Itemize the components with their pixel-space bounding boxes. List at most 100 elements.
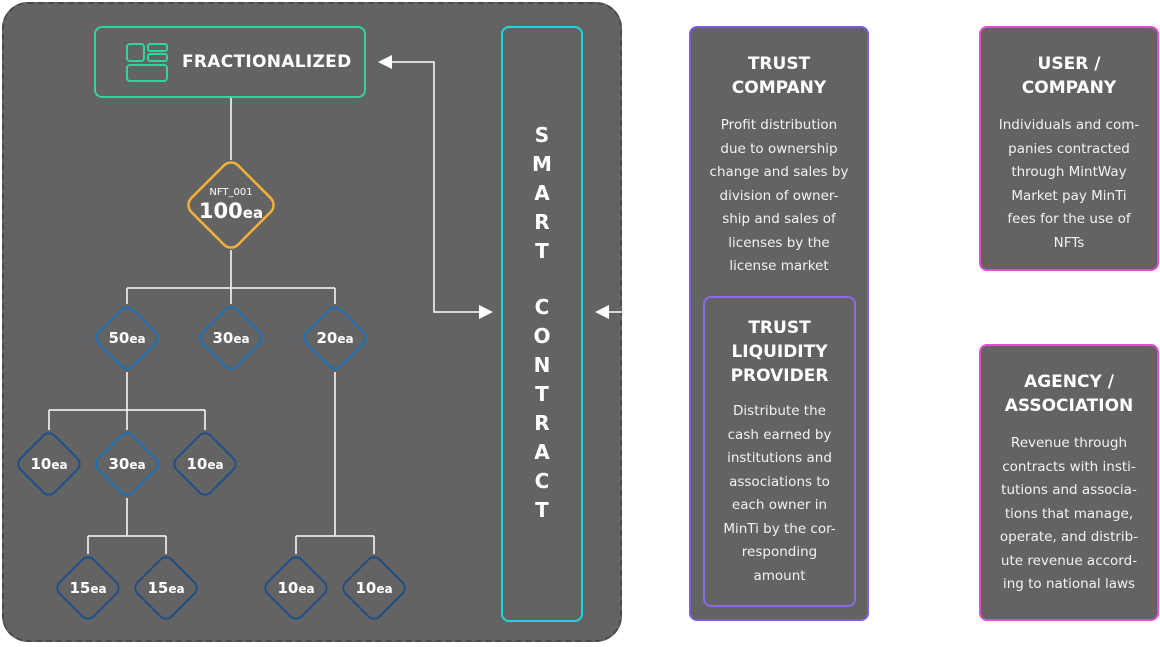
- description-line: ing to national laws: [1002, 576, 1136, 592]
- fractionalized-label: FRACTIONALIZED: [182, 52, 352, 72]
- node-unit: ea: [233, 332, 250, 346]
- smart-contract-letter: T: [535, 382, 549, 406]
- description-line: due to ownership: [720, 140, 838, 157]
- level1-diamond: [199, 306, 263, 370]
- level3-diamond: [342, 556, 406, 620]
- smart-contract-box: S M A R T C O N T R A C T: [501, 26, 583, 622]
- smart-contract-letter: C: [534, 295, 550, 319]
- node-unit: ea: [129, 332, 146, 346]
- level1-node: 50ea: [93, 304, 161, 372]
- smart-contract-letter: R: [534, 210, 550, 234]
- root-node-id: NFT_001: [209, 187, 253, 198]
- level2-node: 10ea: [171, 430, 239, 498]
- description-line: ute revenue accord-: [1000, 552, 1138, 569]
- description-line: Profit distribution: [720, 117, 838, 133]
- trust-liquidity-provider-title: TRUST LIQUIDITY PROVIDER: [730, 318, 829, 386]
- node-value: 20: [316, 329, 338, 347]
- description-line: MinTi by the cor-: [723, 520, 836, 537]
- smart-contract-letter: R: [534, 411, 550, 435]
- root-node-unit: ea: [242, 204, 264, 222]
- description-line: ship and sales of: [722, 211, 836, 227]
- description-line: contracts with insti-: [1002, 458, 1136, 475]
- user-company-description: Individuals and com- panies contracted t…: [981, 114, 1157, 255]
- level3-node: 10ea: [262, 554, 330, 622]
- description-line: tutions and associa-: [1001, 482, 1137, 498]
- level3-diamond: [264, 556, 328, 620]
- node-value: 30: [212, 329, 234, 347]
- level1-diamond: [303, 306, 367, 370]
- level2-node: 10ea: [15, 430, 83, 498]
- level1-node: 20ea: [301, 304, 369, 372]
- description-line: amount: [753, 567, 806, 584]
- root-node: NFT_001 100ea: [186, 171, 276, 239]
- node-unit: ea: [337, 332, 354, 346]
- trust-liquidity-provider-card: TRUST LIQUIDITY PROVIDER Distribute the …: [703, 296, 856, 607]
- node-value: 10: [277, 579, 299, 597]
- node-value: 10: [355, 579, 377, 597]
- node-unit: ea: [376, 582, 393, 596]
- node-value: 10: [186, 455, 208, 473]
- node-unit: ea: [168, 582, 185, 596]
- node-value: 15: [147, 579, 169, 597]
- agency-association-description: Revenue through contracts with insti- tu…: [981, 432, 1157, 597]
- smart-contract-letter: A: [534, 181, 550, 205]
- description-line: cash earned by: [727, 426, 832, 443]
- smart-contract-letter: T: [535, 498, 549, 522]
- description-line: change and sales by: [709, 164, 849, 180]
- level3-diamond: [134, 556, 198, 620]
- description-line: each owner in: [731, 497, 828, 513]
- trust-liquidity-provider-description: Distribute the cash earned by institutio…: [705, 400, 854, 588]
- description-line: Revenue through: [1010, 435, 1128, 451]
- level3-node: 15ea: [132, 554, 200, 622]
- node-unit: ea: [298, 582, 315, 596]
- level2-diamond: [95, 432, 159, 496]
- smart-contract-letter: S: [534, 123, 550, 147]
- level3-node: 10ea: [340, 554, 408, 622]
- level3-diamond: [56, 556, 120, 620]
- smart-contract-letter: M: [532, 152, 552, 176]
- level2-diamond: [17, 432, 81, 496]
- node-unit: ea: [51, 458, 68, 472]
- smart-contract-letter: T: [535, 239, 549, 263]
- node-value: 15: [69, 579, 91, 597]
- description-line: tions that manage,: [1004, 505, 1134, 522]
- agency-association-card: AGENCY / ASSOCIATION Revenue through con…: [979, 344, 1159, 621]
- root-diamond: [187, 161, 275, 249]
- description-line: panies contracted: [1008, 140, 1130, 157]
- user-company-title: USER / COMPANY: [1021, 54, 1117, 98]
- node-unit: ea: [129, 458, 146, 472]
- description-line: through MintWay: [1011, 164, 1127, 180]
- fractionalized-box: FRACTIONALIZED: [94, 26, 366, 98]
- description-line: operate, and distrib-: [999, 529, 1139, 545]
- fractionalized-grid-icon: [126, 43, 168, 82]
- description-line: fees for the use of: [1007, 211, 1131, 227]
- description-line: NFTs: [1053, 234, 1085, 251]
- description-line: responding: [741, 544, 818, 560]
- description-line: division of owner-: [719, 187, 839, 204]
- description-line: Distribute the: [733, 403, 826, 419]
- level2-node: 30ea: [93, 430, 161, 498]
- level2-diamond: [173, 432, 237, 496]
- node-value: 50: [108, 329, 130, 347]
- node-value: 30: [108, 455, 130, 473]
- description-line: licenses by the: [728, 234, 830, 251]
- smart-contract-letter: C: [534, 469, 550, 493]
- root-node-value: 100: [198, 199, 243, 223]
- node-unit: ea: [90, 582, 107, 596]
- level1-node: 30ea: [197, 304, 265, 372]
- node-value: 10: [30, 455, 52, 473]
- description-line: institutions and: [727, 450, 832, 466]
- trust-company-description: Profit distribution due to ownership cha…: [691, 114, 867, 279]
- node-unit: ea: [207, 458, 224, 472]
- smart-contract-letter: A: [534, 440, 550, 464]
- smart-contract-letter: N: [533, 353, 551, 377]
- description-line: license market: [729, 258, 829, 274]
- level3-node: 15ea: [54, 554, 122, 622]
- description-line: associations to: [729, 473, 830, 490]
- user-company-card: USER / COMPANY Individuals and com- pani…: [979, 26, 1159, 271]
- agency-association-title: AGENCY / ASSOCIATION: [1004, 372, 1134, 416]
- description-line: Individuals and com-: [998, 117, 1140, 133]
- arrowheads: [378, 55, 609, 319]
